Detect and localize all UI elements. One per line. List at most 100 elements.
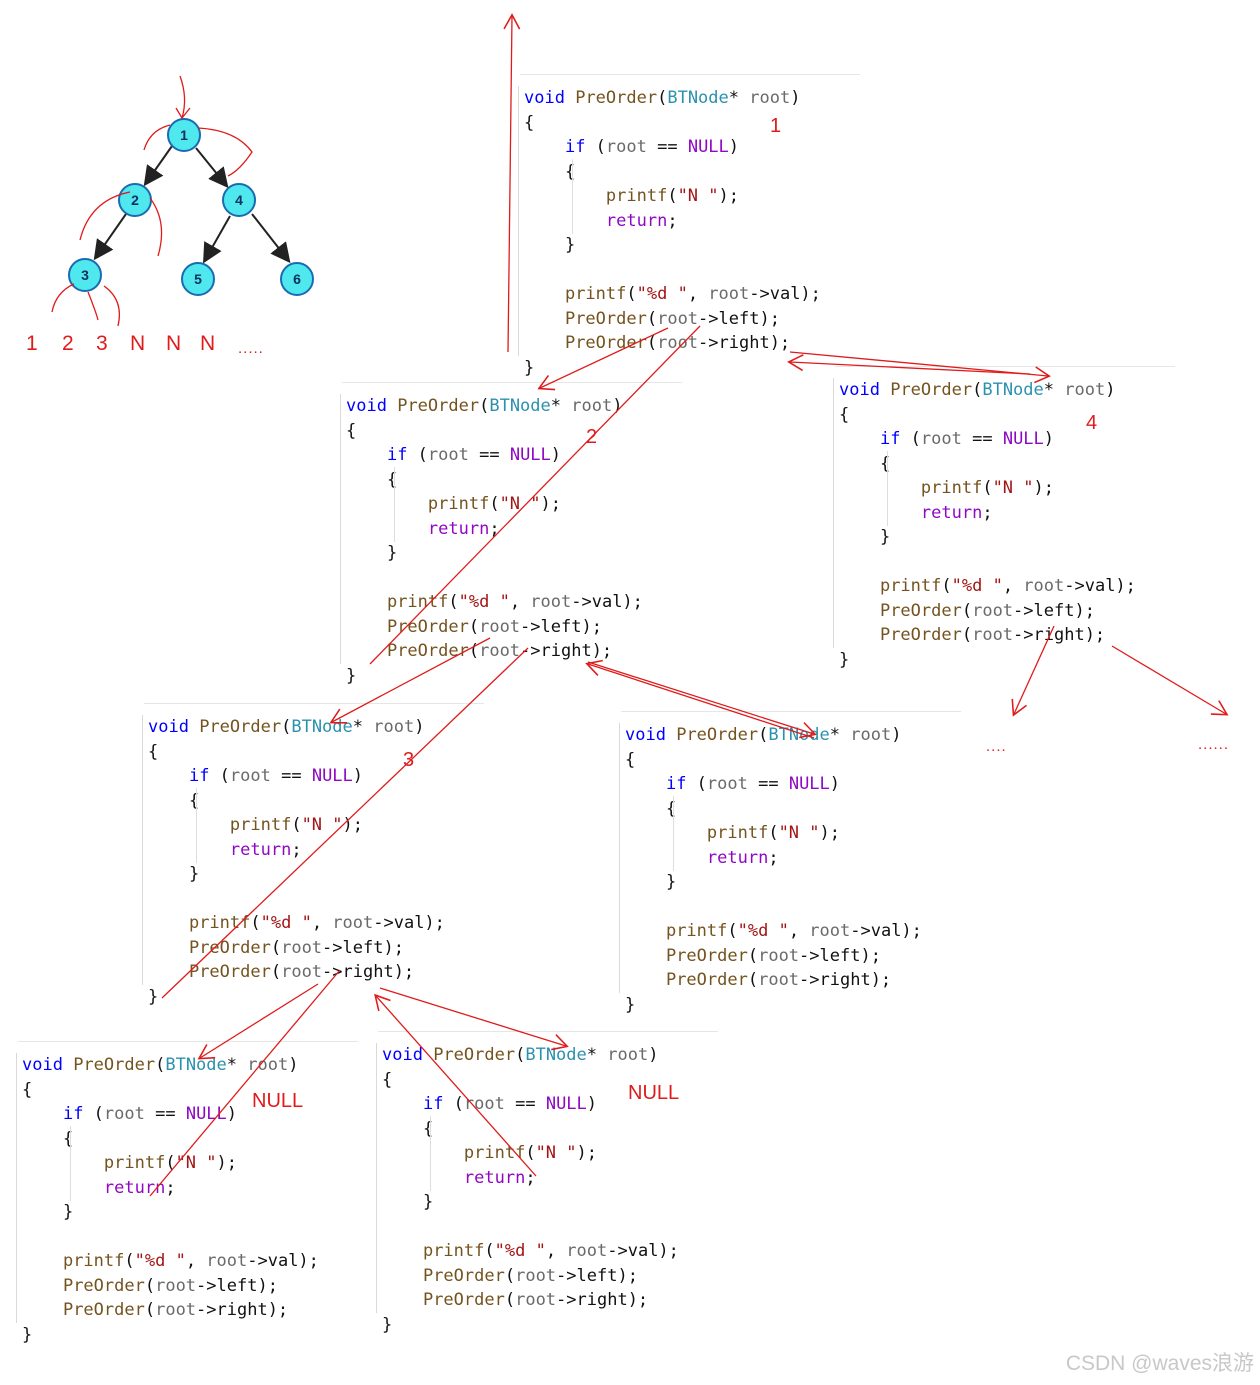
output-token: 3 — [96, 332, 108, 355]
code-line: { — [22, 1128, 74, 1149]
code-line: } — [524, 357, 535, 378]
frame-annotation: 3 — [403, 749, 415, 771]
tree-node-label: 5 — [194, 271, 202, 287]
code-line: } — [148, 986, 159, 1007]
tree-node-label: 2 — [131, 192, 139, 208]
tree-node-5 — [181, 262, 215, 296]
tree-node-4 — [222, 183, 256, 217]
code-line: if (root == NULL) — [879, 429, 1055, 449]
code-line: { — [346, 420, 357, 441]
code-line: return; — [427, 518, 500, 539]
code-line: } — [524, 235, 576, 255]
code-line: { — [524, 161, 576, 182]
code-line: } — [839, 649, 850, 670]
code-line: void PreOrder(BTNode* root) — [382, 1045, 659, 1065]
code-line: } — [382, 1192, 434, 1212]
code-line: printf("%d ", root->val); — [665, 921, 922, 941]
preorder-frame-2: void PreOrder(BTNode* root) { if (root ==… — [340, 382, 682, 688]
code-line: printf("%d ", root->val); — [564, 284, 821, 304]
code-line: void PreOrder(BTNode* root) — [839, 380, 1116, 400]
code-line: return; — [463, 1167, 536, 1188]
preorder-frame-5: void PreOrder(BTNode* root){ if (root ==… — [619, 711, 961, 1017]
code-line: { — [839, 453, 891, 474]
code-line: printf("N "); — [103, 1153, 237, 1173]
frame-annotation: NULL — [628, 1082, 680, 1104]
code-line: PreOrder(root->right); — [62, 1300, 289, 1320]
code-line: { — [382, 1069, 393, 1090]
edge-4-5 — [203, 215, 231, 264]
preorder-frame-1: void PreOrder(BTNode* root) { if (root ==… — [518, 74, 860, 380]
frame-annotation: 1 — [770, 115, 782, 137]
edge-2-3 — [93, 213, 127, 261]
code-line: } — [346, 665, 357, 686]
code-line: printf("N "); — [229, 815, 363, 835]
code-line: PreOrder(root->left); — [62, 1275, 278, 1296]
code-line: } — [22, 1202, 74, 1222]
preorder-frame-6: void PreOrder(BTNode* root){ if (root ==… — [16, 1041, 358, 1347]
ellipsis-right: ...... — [1198, 736, 1230, 753]
frame-annotation: 4 — [1086, 412, 1098, 434]
edge-1-4 — [195, 147, 229, 189]
code-line: if (root == NULL) — [188, 766, 364, 786]
code-line: { — [839, 404, 850, 425]
preorder-frame-7: void PreOrder(BTNode* root) { if (root ==… — [376, 1031, 718, 1337]
code-line: return; — [706, 847, 779, 868]
watermark: CSDN @waves浪游 — [1065, 1352, 1254, 1375]
frame-annotation: NULL — [252, 1090, 304, 1112]
code-line: } — [22, 1324, 33, 1345]
output-token: ..... — [238, 340, 264, 357]
code-line: if (root == NULL) — [422, 1094, 598, 1114]
code-line: printf("%d ", root->val); — [386, 592, 643, 612]
code-line: { — [524, 112, 535, 133]
code-line: { — [382, 1118, 434, 1139]
code-line: return; — [920, 502, 993, 523]
tree-node-1 — [167, 118, 201, 152]
output-token: N — [200, 332, 216, 355]
tree-node-label: 3 — [81, 267, 89, 283]
preorder-frame-4: void PreOrder(BTNode* root) { if (root ==… — [142, 703, 484, 1009]
code-line: printf("N "); — [920, 478, 1054, 498]
code-line: PreOrder(root->right); — [188, 962, 415, 982]
code-line: } — [346, 543, 398, 563]
code-line: printf("N "); — [427, 494, 561, 514]
code-line: PreOrder(root->right); — [386, 641, 613, 661]
code-line: void PreOrder(BTNode* root) — [524, 88, 801, 108]
code-line: printf("%d ", root->val); — [422, 1241, 679, 1261]
code-line: { — [148, 741, 159, 762]
code-line: void PreOrder(BTNode* root) — [346, 396, 623, 416]
code-line: return; — [605, 210, 678, 231]
code-line: printf("N "); — [463, 1143, 597, 1163]
ellipsis-left: .... — [986, 738, 1007, 755]
code-line: } — [625, 872, 677, 892]
code-line: printf("%d ", root->val); — [62, 1251, 319, 1271]
output-token: 1 — [26, 332, 38, 355]
code-line: { — [22, 1079, 33, 1100]
code-line: PreOrder(root->left); — [564, 308, 780, 329]
code-line: printf("%d ", root->val); — [879, 576, 1136, 596]
code-line: void PreOrder(BTNode* root) — [22, 1055, 299, 1075]
code-line: if (root == NULL) — [386, 445, 562, 465]
code-line: PreOrder(root->right); — [422, 1290, 649, 1310]
preorder-frame-3: void PreOrder(BTNode* root) { if (root ==… — [833, 366, 1175, 672]
output-token: N — [166, 332, 182, 355]
output-token: N — [130, 332, 146, 355]
code-line: void PreOrder(BTNode* root) — [148, 717, 425, 737]
code-line: return; — [103, 1177, 176, 1198]
tree-node-6 — [280, 262, 314, 296]
code-line: PreOrder(root->left); — [665, 945, 881, 966]
code-line: PreOrder(root->left); — [386, 616, 602, 637]
code-line: return; — [229, 839, 302, 860]
tree-node-label: 6 — [293, 271, 301, 287]
code-line: } — [382, 1314, 393, 1335]
code-line: void PreOrder(BTNode* root) — [625, 725, 902, 745]
code-line: PreOrder(root->right); — [879, 625, 1106, 645]
tree-node-label: 1 — [180, 127, 188, 143]
code-line: { — [625, 749, 636, 770]
code-line: } — [625, 994, 636, 1015]
code-line: { — [148, 790, 200, 811]
code-line: if (root == NULL) — [564, 137, 740, 157]
output-token: 2 — [62, 332, 74, 355]
tree-node-3 — [68, 258, 102, 292]
